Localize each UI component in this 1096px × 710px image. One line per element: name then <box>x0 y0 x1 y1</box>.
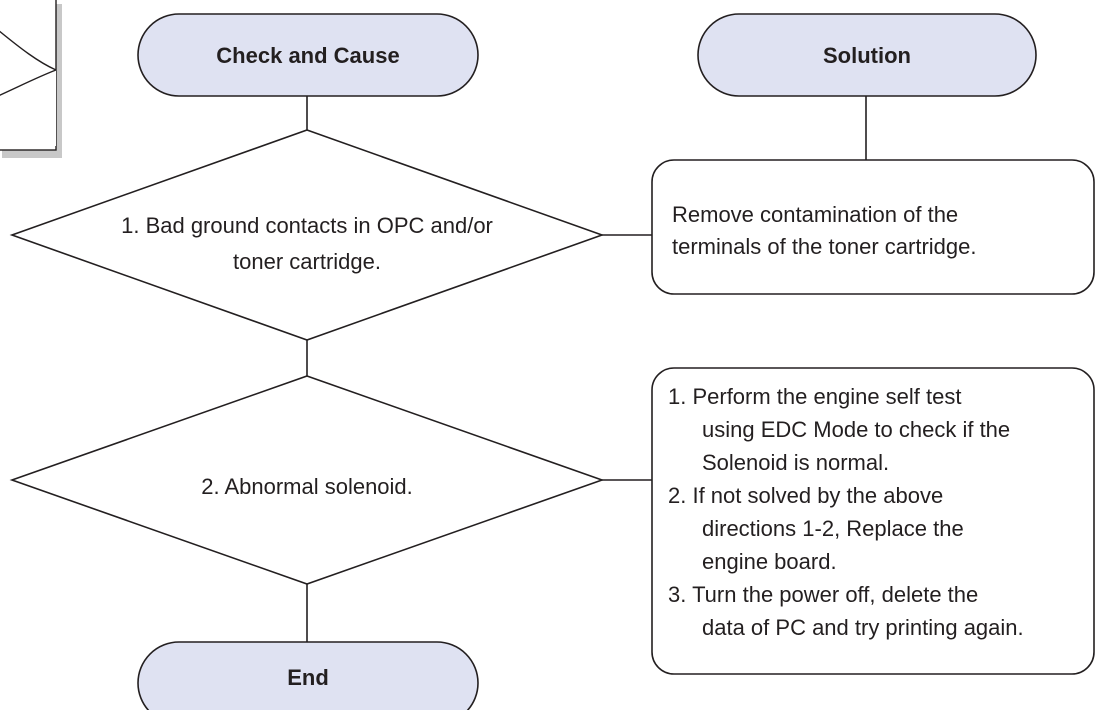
decision-2-line-1: 2. Abnormal solenoid. <box>201 474 413 499</box>
terminal-solution: Solution <box>697 13 1037 97</box>
decision-1-line-2: toner cartridge. <box>233 249 381 274</box>
solution-1-line-1: Remove contamination of the <box>672 202 958 227</box>
solution-box-1: Remove contamination of the terminals of… <box>651 159 1095 295</box>
terminal-check-and-cause-label: Check and Cause <box>216 43 399 68</box>
terminal-check-and-cause: Check and Cause <box>137 13 479 97</box>
decision-1: 1. Bad ground contacts in OPC and/or ton… <box>9 129 605 341</box>
solution-2-line-7: 3. Turn the power off, delete the <box>668 582 978 607</box>
connectors <box>306 96 867 642</box>
solution-1-line-2: terminals of the toner cartridge. <box>672 234 976 259</box>
solution-2-line-3: Solenoid is normal. <box>702 450 889 475</box>
decision-1-line-1: 1. Bad ground contacts in OPC and/or <box>121 213 493 238</box>
solution-box-2: 1. Perform the engine self test using ED… <box>651 367 1095 675</box>
terminal-end: End <box>137 641 479 710</box>
solution-2-line-1: 1. Perform the engine self test <box>668 384 962 409</box>
solution-2-line-6: engine board. <box>702 549 837 574</box>
solution-2-line-4: 2. If not solved by the above <box>668 483 943 508</box>
solution-2-line-8: data of PC and try printing again. <box>702 615 1024 640</box>
terminal-end-label: End <box>287 665 329 690</box>
decision-2: 2. Abnormal solenoid. <box>9 375 605 585</box>
solution-2-line-5: directions 1-2, Replace the <box>702 516 964 541</box>
page-corner-decoration <box>0 0 62 158</box>
solution-2-line-2: using EDC Mode to check if the <box>702 417 1010 442</box>
terminal-solution-label: Solution <box>823 43 911 68</box>
